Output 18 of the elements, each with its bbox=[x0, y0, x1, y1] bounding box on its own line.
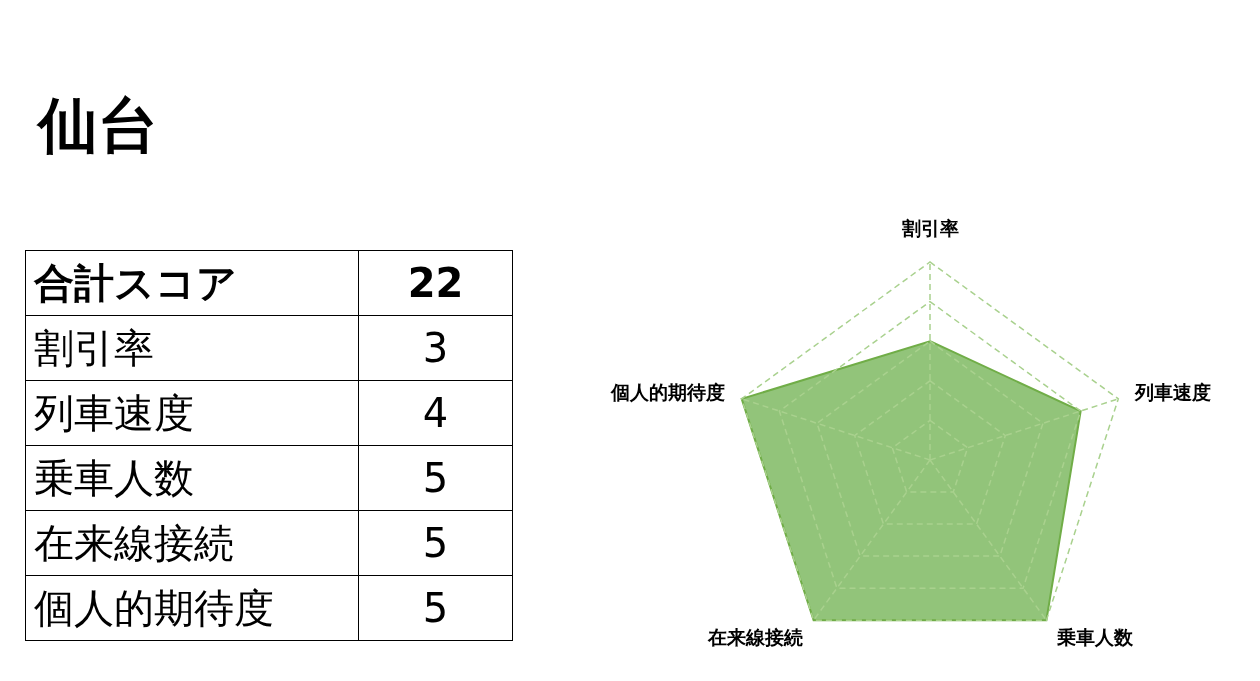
axis-label: 個人的期待度 bbox=[610, 380, 725, 406]
axis-label: 列車速度 bbox=[1135, 380, 1212, 406]
title-heading: 仙台 bbox=[38, 92, 158, 158]
table-cell: 5 bbox=[358, 445, 513, 511]
table-cell: 22 bbox=[358, 250, 513, 316]
table-cell: 4 bbox=[358, 380, 513, 446]
table-cell: 乗車人数 bbox=[25, 445, 359, 511]
axis-label: 在来線接続 bbox=[708, 624, 804, 650]
table-cell: 5 bbox=[358, 575, 513, 641]
axis-label: 割引率 bbox=[901, 216, 959, 241]
axis-label: 乗車人数 bbox=[1056, 624, 1133, 650]
table-cell: 割引率 bbox=[25, 315, 359, 381]
table-cell: 列車速度 bbox=[25, 380, 359, 446]
table-cell: 個人的期待度 bbox=[25, 575, 359, 641]
table-cell: 5 bbox=[358, 510, 513, 576]
table-cell: 合計スコア bbox=[25, 250, 359, 316]
table-cell: 在来線接続 bbox=[25, 510, 359, 576]
table-cell: 3 bbox=[358, 315, 513, 381]
